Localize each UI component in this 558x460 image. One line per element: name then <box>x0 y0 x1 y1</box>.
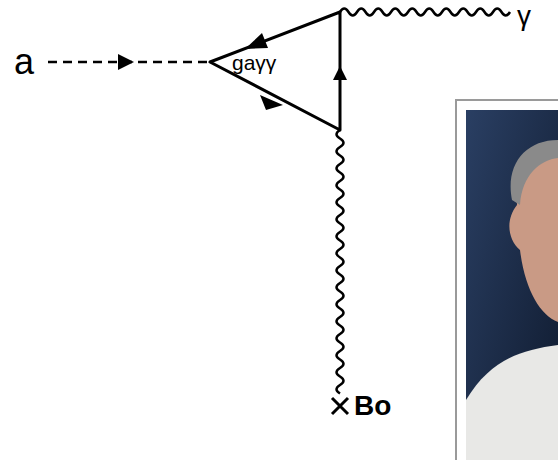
photon-line <box>340 9 510 16</box>
particle-label: γ <box>517 2 531 30</box>
photo-hair <box>511 140 558 205</box>
field-photon-line <box>337 130 344 394</box>
particle-label: a <box>14 44 34 80</box>
arrowhead <box>260 95 283 110</box>
photo-frame <box>456 100 558 460</box>
photo <box>466 110 558 460</box>
photo-coat <box>466 345 558 460</box>
coupling-label: gaγγ <box>232 52 276 73</box>
field-label: Bo <box>354 392 391 420</box>
fermion-loop <box>210 12 340 130</box>
arrowhead <box>245 33 268 49</box>
field-cross <box>332 398 348 414</box>
arrowhead <box>118 54 134 70</box>
arrowhead <box>333 66 347 80</box>
